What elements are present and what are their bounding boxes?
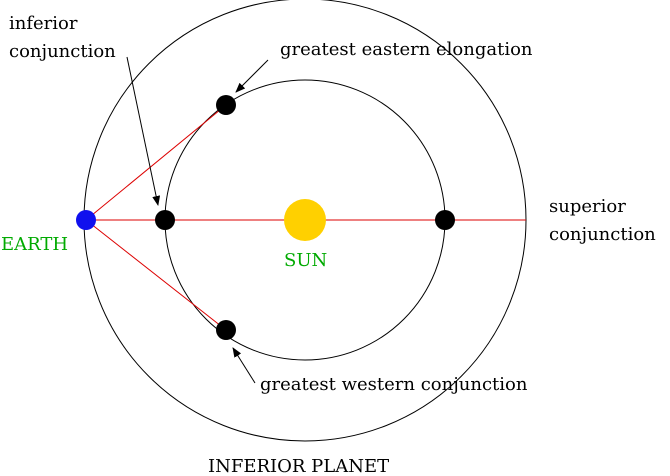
planet-superior-conjunction xyxy=(435,210,455,230)
earth xyxy=(76,210,96,230)
planet-inferior-conjunction xyxy=(155,210,175,230)
pointer-inferior-conjunction xyxy=(126,56,161,206)
label-superior-conjunction-line2: conjunction xyxy=(549,224,656,245)
label-superior-conjunction-line1: superior xyxy=(549,196,626,217)
diagram-title: INFERIOR PLANET xyxy=(208,456,389,476)
earth-western-elongation-line xyxy=(85,219,227,331)
label-earth: EARTH xyxy=(1,234,68,255)
label-sun: SUN xyxy=(284,250,327,271)
label-greatest-eastern-elongation: greatest eastern elongation xyxy=(280,39,533,60)
planet-greatest-eastern-elongation xyxy=(216,95,236,115)
earth-eastern-elongation-line xyxy=(85,104,227,221)
sun xyxy=(284,199,326,241)
pointer-greatest-eastern xyxy=(235,59,269,93)
planet-greatest-western-elongation xyxy=(216,320,236,340)
label-inferior-conjunction-line1: inferior xyxy=(9,13,78,34)
label-inferior-conjunction-line2: conjunction xyxy=(9,41,116,62)
label-greatest-western-conjunction: greatest western conjunction xyxy=(260,374,528,395)
pointer-greatest-western xyxy=(232,347,256,384)
